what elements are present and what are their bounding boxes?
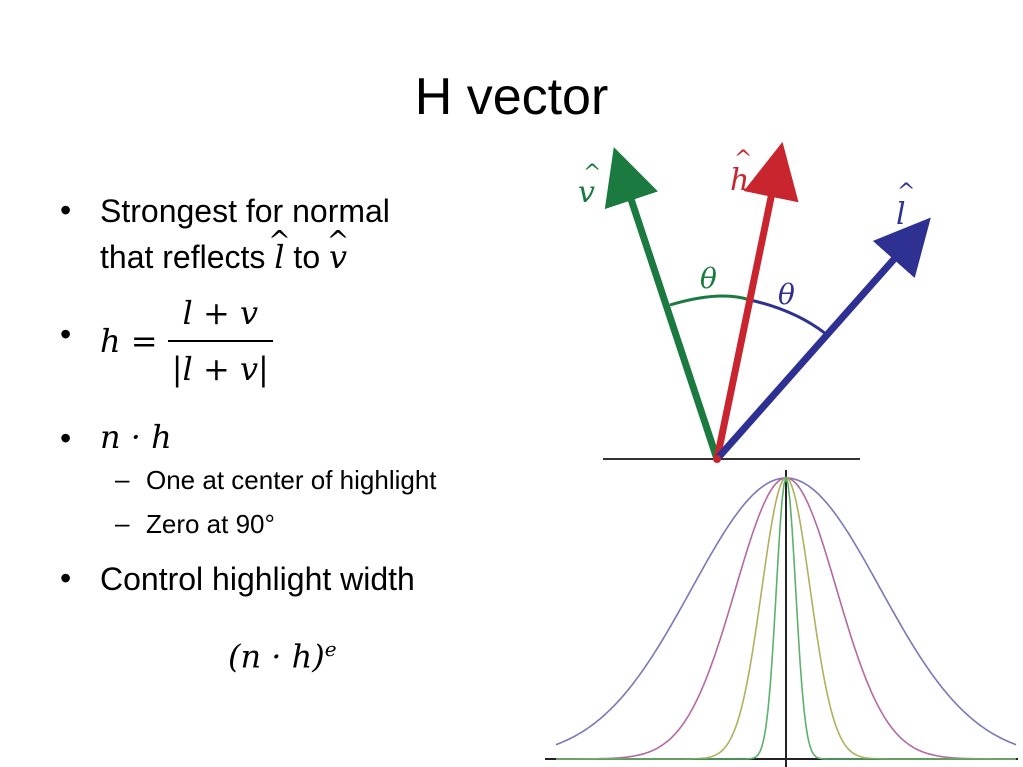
- v-hat: v: [329, 234, 347, 280]
- fraction-denominator: |l + v|: [171, 350, 269, 388]
- l-label: l: [896, 197, 906, 232]
- halfway-vector-arrow: [713, 141, 799, 460]
- v-label: v: [578, 175, 595, 210]
- exponent: e: [324, 637, 337, 661]
- theta-arc-left: [669, 294, 751, 307]
- slide-title: H vector: [414, 68, 609, 126]
- power-formula: (n · h)e: [228, 637, 337, 676]
- h-equals: h =: [100, 322, 158, 360]
- fraction: l + v |l + v|: [167, 290, 273, 392]
- theta-right-label: θ: [778, 278, 795, 311]
- bullet-dot: •: [60, 420, 72, 456]
- bullet-2-formula: h = l + v |l + v|: [100, 290, 273, 392]
- theta-left-label: θ: [700, 262, 717, 295]
- bullet-1-line2: that reflects l to v: [100, 234, 390, 280]
- bullet-4: Control highlight width: [100, 561, 415, 597]
- highlight-curves: [555, 475, 1017, 760]
- view-vector-arrow: [604, 147, 721, 461]
- sub-bullet-1: One at center of highlight: [146, 465, 437, 495]
- sub-dash: –: [115, 464, 130, 494]
- h-label: h: [730, 163, 749, 198]
- bullet-dot: •: [60, 316, 72, 352]
- bullet-3-formula: n · h: [100, 418, 172, 456]
- sub-dash: –: [115, 508, 130, 538]
- fraction-numerator: l + v: [167, 290, 273, 342]
- sub-bullet-2: Zero at 90°: [146, 509, 275, 539]
- bullet-dot: •: [60, 192, 72, 228]
- origin-point: [713, 455, 721, 463]
- bullet-dot: •: [60, 560, 72, 596]
- theta-arc-right: [749, 298, 827, 336]
- highlight-curve-4: [556, 475, 1016, 760]
- v-hat-mark: ^: [583, 161, 601, 186]
- l-hat-mark: ^: [897, 180, 915, 205]
- light-vector-arrow: [714, 217, 931, 462]
- l-hat: l: [274, 234, 284, 280]
- bullet-1: Strongest for normal that reflects l to …: [100, 188, 390, 280]
- h-hat-mark: ^: [734, 147, 752, 172]
